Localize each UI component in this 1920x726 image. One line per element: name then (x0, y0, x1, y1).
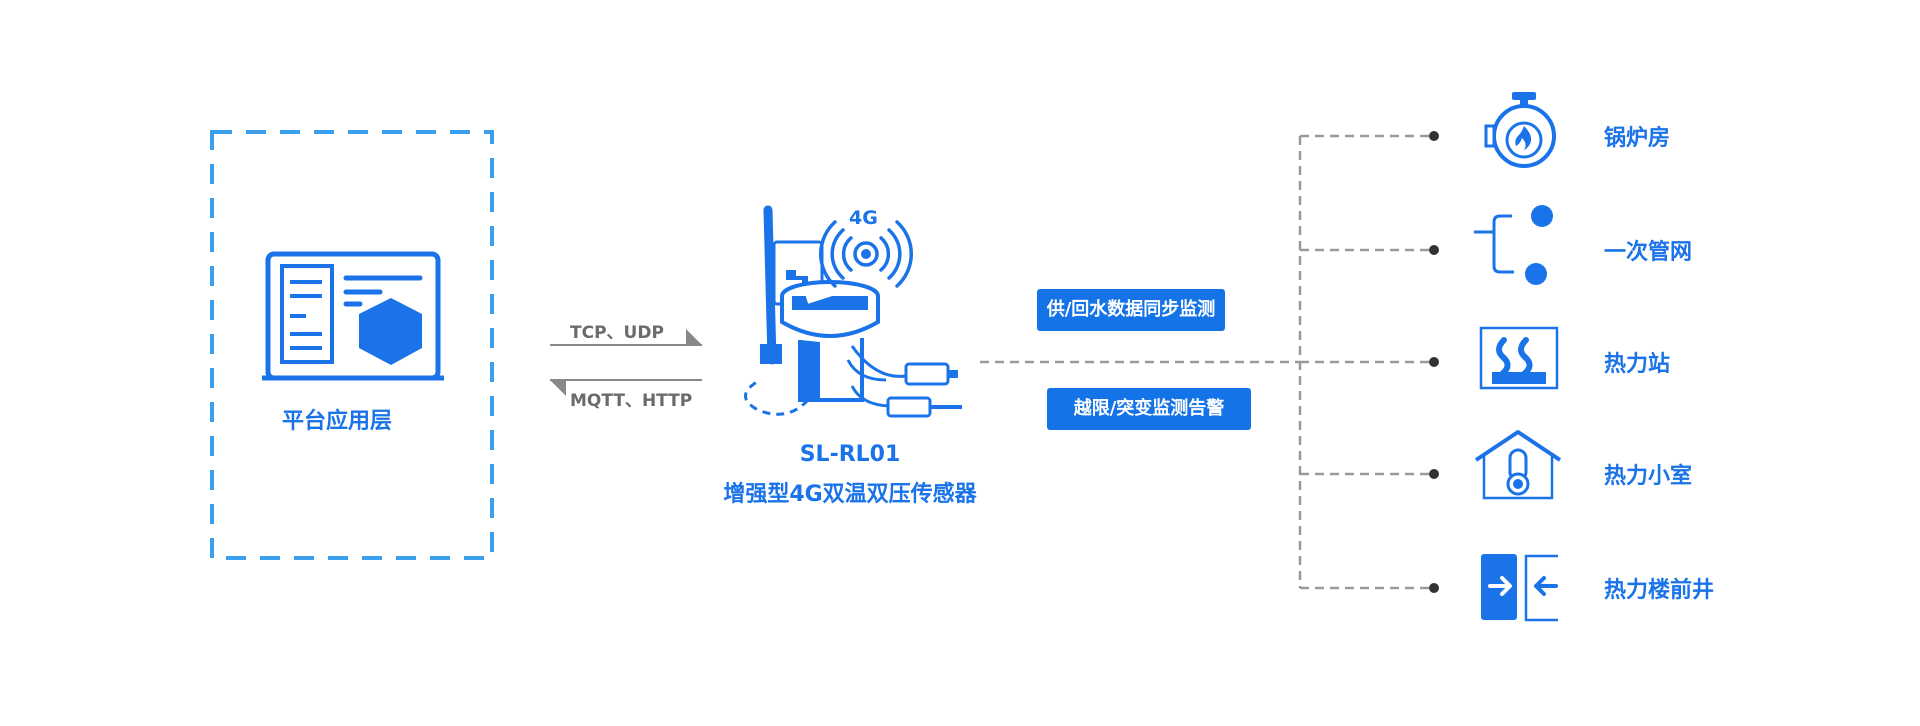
function-badge-alarm: 越限/突变监测告警 (1047, 388, 1251, 430)
device-model: SL-RL01 (799, 442, 901, 467)
connector-lines (980, 134, 1430, 590)
destination-label-pipe-network: 一次管网 (1604, 240, 1693, 265)
downlink-arrow (550, 379, 702, 396)
platform-frame (210, 130, 494, 560)
protocol-up-label: TCP、UDP (570, 323, 664, 343)
function-badge-sync: 供/回水数据同步监测 (1037, 289, 1225, 331)
monitor-icon (262, 251, 444, 381)
destination-label-boiler: 锅炉房 (1604, 126, 1671, 151)
destination-label-heat-room: 热力小室 (1604, 464, 1693, 489)
network-label: 4G (849, 207, 878, 229)
boiler-icon (1484, 92, 1556, 168)
building-well-icon (1481, 554, 1558, 622)
protocol-down-label: MQTT、HTTP (570, 391, 693, 411)
connector-dots (1429, 131, 1439, 593)
heat-station-icon (1479, 326, 1559, 390)
signal-icon (818, 220, 914, 288)
destination-label-heat-station: 热力站 (1604, 352, 1671, 377)
destination-label-building-well: 热力楼前井 (1604, 578, 1715, 603)
platform-label: 平台应用层 (282, 409, 393, 434)
uplink-arrow (550, 329, 702, 346)
heat-room-icon (1474, 430, 1562, 500)
sensor-device-icon (744, 205, 962, 418)
pipe-network-icon (1474, 205, 1553, 285)
device-name: 增强型4G双温双压传感器 (723, 482, 977, 507)
